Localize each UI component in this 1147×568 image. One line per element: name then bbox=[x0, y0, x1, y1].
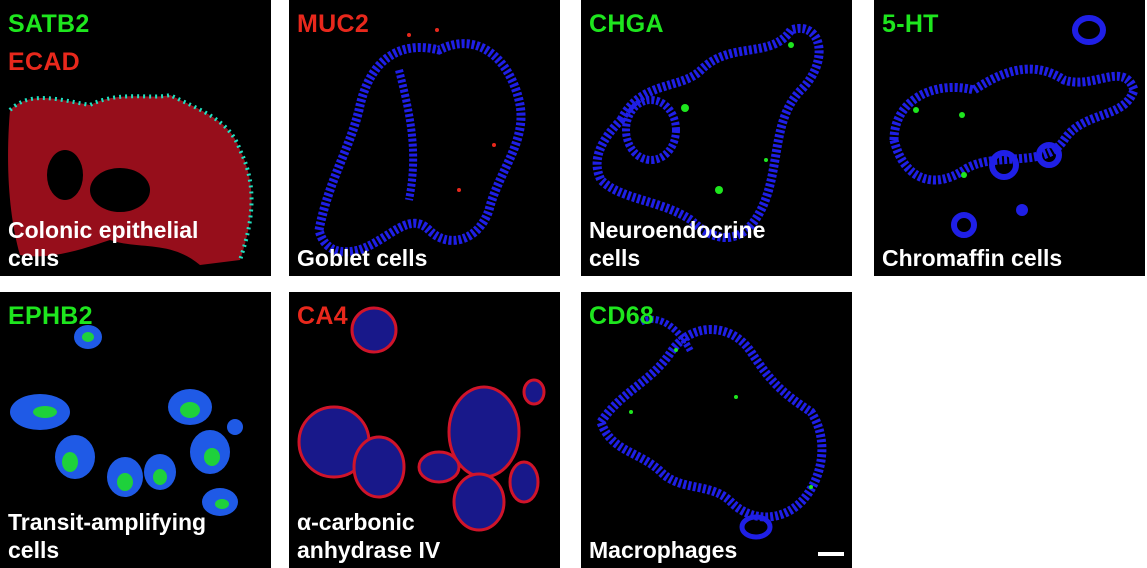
marker-label: MUC2 bbox=[297, 10, 370, 38]
cell-type-caption: Macrophages bbox=[589, 537, 738, 563]
cell-type-caption: Goblet cells bbox=[297, 245, 428, 271]
micrograph-image bbox=[889, 15, 1139, 238]
micrograph-image bbox=[10, 325, 243, 516]
marker-label: CHGA bbox=[589, 10, 664, 38]
marker-label: ECAD bbox=[8, 48, 81, 76]
scale-bar bbox=[818, 552, 844, 556]
panel-ca4: CA4 α-carbonic anhydrase IV bbox=[289, 292, 560, 568]
cell-type-caption: Colonic epithelial cells bbox=[8, 217, 199, 271]
cell-type-caption: Chromaffin cells bbox=[882, 245, 1063, 271]
marker-label: 5-HT bbox=[882, 10, 939, 38]
panel-cd68: CD68 Macrophages bbox=[581, 292, 852, 568]
panel-satb2-ecad: SATB2 ECAD Colonic epithelial cells bbox=[0, 0, 271, 276]
micrograph-image bbox=[596, 315, 827, 540]
micrograph-image bbox=[314, 28, 526, 257]
cell-type-caption: Transit-amplifying cells bbox=[8, 509, 207, 563]
micrograph-image bbox=[297, 306, 546, 532]
cell-type-caption: α-carbonic anhydrase IV bbox=[297, 509, 441, 563]
panel-5ht: 5-HT Chromaffin cells bbox=[874, 0, 1145, 276]
micrograph-image bbox=[592, 23, 824, 242]
cell-type-caption: Neuroendocrine cells bbox=[589, 217, 766, 271]
marker-label: SATB2 bbox=[8, 10, 90, 38]
panel-ephb2: EPHB2 Transit-amplifying cells bbox=[0, 292, 271, 568]
panel-chga: CHGA Neuroendocrine cells bbox=[581, 0, 852, 276]
micrograph-image bbox=[8, 92, 254, 265]
marker-label: CA4 bbox=[297, 302, 348, 330]
marker-label: EPHB2 bbox=[8, 302, 93, 330]
panel-muc2: MUC2 Goblet cells bbox=[289, 0, 560, 276]
marker-label: CD68 bbox=[589, 302, 655, 330]
